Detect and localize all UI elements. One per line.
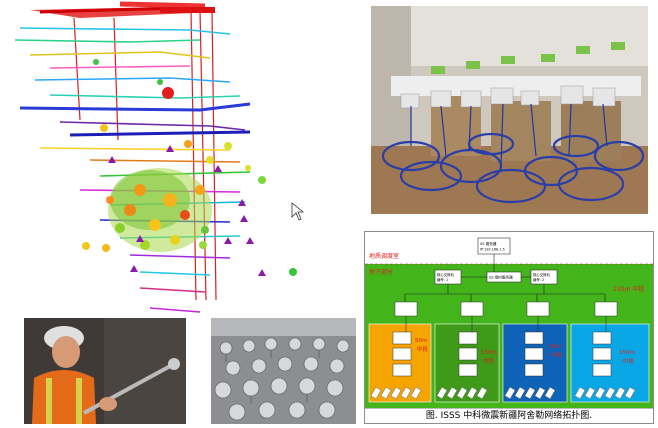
underground-label: 地下部分 bbox=[369, 268, 393, 276]
core-switch-2-name: 核心交换机 bbox=[533, 272, 551, 277]
topology-caption: 图. ISSS 中科微震新疆阿舍勒网络拓扑图. bbox=[365, 408, 653, 423]
core-switch-1-name: 核心交换机 bbox=[437, 272, 455, 277]
block-2-level: 150m bbox=[481, 350, 497, 356]
geophone-array-photo bbox=[211, 318, 356, 424]
block-3-level: 50m bbox=[549, 344, 561, 350]
miner-installation-photo bbox=[24, 318, 186, 424]
block-4-level: 150m bbox=[619, 350, 635, 356]
block-3-sub: 中段 bbox=[551, 351, 563, 359]
block-1-level: 50m bbox=[415, 338, 427, 344]
server-ip: IP:192.168.1.5 bbox=[480, 248, 505, 252]
timing-server-name: SS 授时服务器 bbox=[489, 275, 513, 280]
seismic-event-cloud bbox=[82, 59, 297, 276]
miner-photo-art bbox=[24, 318, 186, 424]
core-switch-2-id: 编号: 2 bbox=[533, 277, 544, 282]
tree-links bbox=[404, 284, 606, 302]
block-4-sub: 中段 bbox=[623, 357, 635, 365]
station-units bbox=[392, 331, 612, 377]
network-topology-diagram: SS 服务器 IP:192.168.1.5 地质调度室 地下部分 核心交换机 编… bbox=[364, 231, 654, 424]
server-name: SS 服务器 bbox=[480, 241, 497, 246]
sensors-photo-art bbox=[211, 318, 356, 424]
block-links bbox=[405, 316, 607, 332]
level-switches bbox=[394, 301, 618, 317]
block-2-sub: 中段 bbox=[483, 357, 495, 365]
surface-structure bbox=[30, 1, 215, 18]
sensor-leaves bbox=[370, 386, 636, 400]
topology-svg: SS 服务器 IP:192.168.1.5 地质调度室 地下部分 核心交换机 编… bbox=[365, 237, 653, 408]
lab-photo-art bbox=[371, 6, 648, 214]
block-1-sub: 中段 bbox=[417, 345, 429, 353]
surface-label: 地质调度室 bbox=[369, 252, 399, 260]
level-150-label: 150m 中段 bbox=[613, 285, 644, 293]
mine-3d-model bbox=[14, 1, 305, 313]
core-switch-1-id: 编号: 1 bbox=[437, 277, 448, 282]
equipment-lab-photo bbox=[371, 6, 648, 214]
sensor-markers bbox=[108, 145, 266, 276]
mouse-cursor-icon bbox=[291, 202, 305, 221]
server-box bbox=[477, 237, 511, 255]
microseismic-3d-view bbox=[0, 0, 360, 318]
